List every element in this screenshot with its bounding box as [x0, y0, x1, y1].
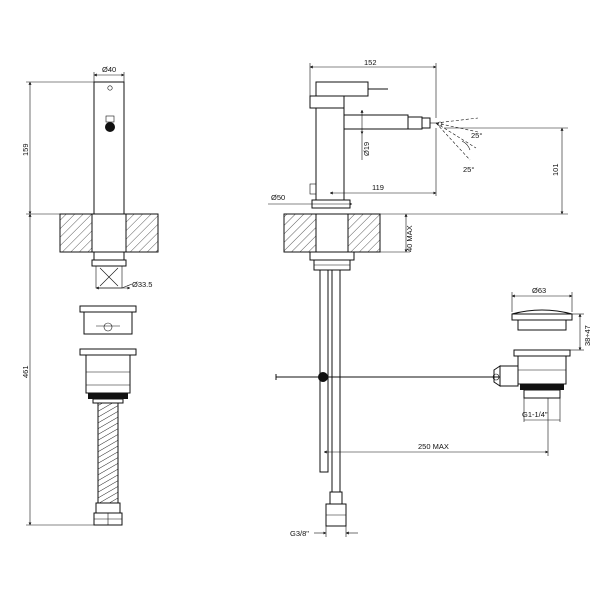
side-view: 25° 25° 152 Ø19 119 Ø5 [268, 58, 568, 538]
dim-40-max: 40 MAX [405, 225, 414, 252]
dim-g1-1-4: G1-1/4" [522, 410, 548, 419]
dim-d19: Ø19 [362, 142, 371, 156]
braided-hose [97, 402, 119, 504]
dim-w152: 152 [364, 58, 377, 67]
faucet-knob [105, 122, 115, 132]
dim-h159: 159 [21, 143, 30, 156]
drain-body [85, 354, 131, 394]
front-view: Ø40 159 461 Ø33.5 [21, 65, 159, 526]
faucet-hole [107, 85, 113, 91]
dim-d50: Ø50 [271, 193, 285, 202]
dim-h38-47: 38÷47 [583, 325, 592, 346]
side-faucet-body [315, 107, 345, 201]
drain-detail: Ø63 38÷47 G1-1/4" [492, 286, 592, 422]
angle-top: 25° [471, 131, 482, 140]
drain-cap [79, 305, 137, 313]
angle-bottom: 25° [463, 165, 474, 174]
detail-drain-cap [511, 313, 573, 321]
lever-handle [315, 81, 369, 97]
dim-d63: Ø63 [532, 286, 546, 295]
dim-250-max: 250 MAX [418, 442, 449, 451]
dim-w119: 119 [372, 183, 384, 192]
spout [343, 114, 409, 130]
rod-pivot [318, 372, 328, 382]
dim-h101: 101 [551, 163, 560, 176]
supply-pipe-left [319, 269, 329, 473]
dim-d40: Ø40 [102, 65, 116, 74]
supply-pipe-right [331, 269, 341, 493]
dim-h461: 461 [21, 365, 30, 378]
dim-g3-8: G3/8" [290, 529, 309, 538]
faucet-body [93, 81, 125, 215]
dim-d33-5: Ø33.5 [132, 280, 152, 289]
